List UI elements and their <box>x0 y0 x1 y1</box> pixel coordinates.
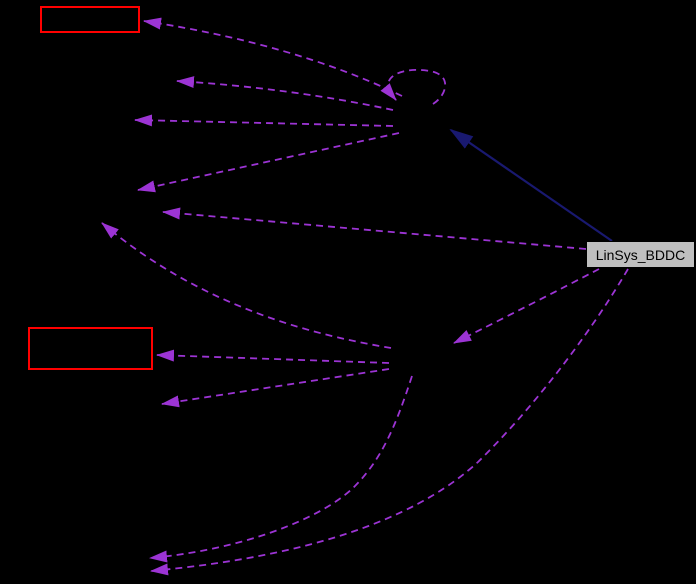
graph-node-truncated-top[interactable] <box>40 6 140 33</box>
edge-linsys-to-mid-hub <box>453 268 600 344</box>
edge-top-hub-to-red-top <box>143 17 403 97</box>
node-label: LinSys_BDDC <box>595 246 686 263</box>
edge-top-hub-self-loop <box>380 68 447 105</box>
edge-mid-hub-to-node-7 <box>161 368 390 408</box>
graph-node-truncated-middle[interactable] <box>28 327 153 370</box>
edge-top-hub-to-node-4 <box>137 132 400 193</box>
edge-mid-hub-to-bottom-node-1 <box>149 375 413 563</box>
edge-top-hub-to-node-3 <box>134 114 394 127</box>
graph-node-linsys-bddc[interactable]: LinSys_BDDC <box>586 241 695 268</box>
edge-top-hub-to-node-2 <box>176 76 394 111</box>
edge-linsys-to-node-5 <box>162 207 587 250</box>
edge-mid-hub-to-red-middle <box>156 349 390 364</box>
edge-linsys-to-top-hub <box>449 128 613 242</box>
edge-mid-hub-to-node-6 <box>101 222 392 349</box>
edge-linsys-to-bottom-node-2 <box>150 268 629 576</box>
